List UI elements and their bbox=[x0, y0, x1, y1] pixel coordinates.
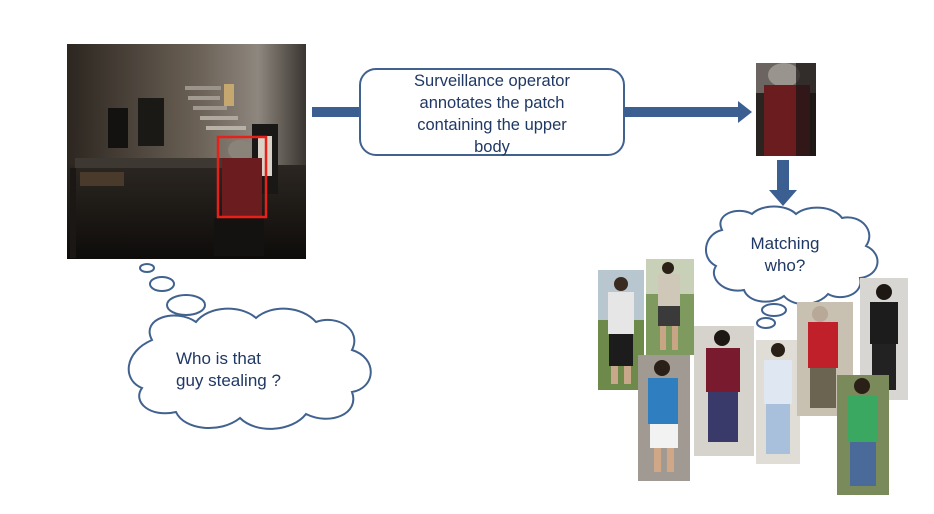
thought-left-line-2: guy stealing ? bbox=[176, 371, 281, 390]
gallery-photo-3 bbox=[638, 355, 690, 481]
thought-bubble-left bbox=[127, 263, 372, 430]
arrow-down-to-matching bbox=[769, 160, 797, 206]
process-box-line-4: body bbox=[474, 138, 510, 156]
process-box-text: Surveillance operator annotates the patc… bbox=[372, 70, 612, 158]
thought-right-line-1: Matching bbox=[750, 234, 820, 253]
gallery-photo-5 bbox=[756, 340, 800, 464]
gallery-photo-2 bbox=[646, 259, 694, 355]
upper-body-annotation-box bbox=[216, 135, 268, 219]
gallery-photo-4 bbox=[694, 326, 754, 456]
process-box-line-2: annotates the patch bbox=[419, 94, 565, 112]
thought-left-text: Who is that guy stealing ? bbox=[176, 348, 326, 392]
arrow-to-process-box bbox=[312, 107, 362, 117]
thought-left-line-1: Who is that bbox=[176, 349, 262, 368]
gallery-photo-8 bbox=[837, 375, 889, 495]
thought-right-text: Matching who? bbox=[722, 233, 848, 277]
gallery-photo-1 bbox=[598, 270, 644, 390]
gallery-person-photos bbox=[598, 259, 908, 495]
process-box-line-1: Surveillance operator bbox=[414, 72, 570, 90]
gallery-photo-6 bbox=[797, 302, 853, 416]
thought-right-line-2: who? bbox=[764, 256, 806, 275]
process-box-line-3: containing the upper bbox=[417, 116, 567, 134]
arrow-to-cropped-patch bbox=[624, 101, 752, 123]
thought-bubble-right bbox=[705, 205, 879, 329]
cropped-upper-body-patch bbox=[756, 63, 816, 156]
gallery-photo-7 bbox=[860, 278, 908, 400]
surveillance-scene-photo bbox=[67, 44, 306, 259]
